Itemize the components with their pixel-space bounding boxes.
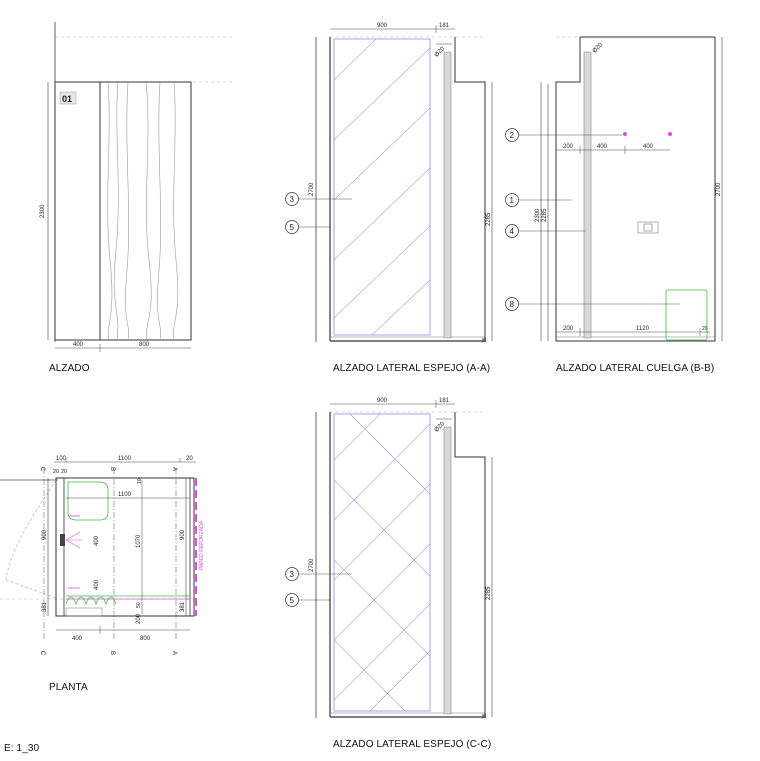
planta-small-dim-2: 20 [61, 469, 67, 475]
planta-vertical-low-2: 200 [136, 613, 142, 624]
espejo-cc-view: Ø20 900 181 2700 2285 15 3 5 [285, 398, 493, 719]
planta-section-a-top: A [171, 467, 177, 471]
espejo-aa-top-dim-2: 181 [439, 23, 450, 29]
espejo-aa-callout-3: 3 [290, 195, 295, 204]
espejo-aa-height-dim: 2700 [309, 182, 315, 196]
planta-vertical-dim-2: 1070 [136, 534, 142, 548]
alzado-tag: 01 [62, 94, 72, 104]
planta-section-c-top: C [39, 467, 45, 472]
planta-section-a-bottom: A [171, 651, 177, 655]
planta-inner-dim: 1100 [118, 492, 132, 498]
alzado-width-dim-1: 400 [73, 342, 84, 348]
scale-label: E: 1_30 [4, 743, 40, 754]
espejo-cc-base-dim: 15 [482, 713, 488, 719]
cuelga-bb-tube: Ø20 [592, 42, 605, 55]
planta-inner-vertical-2: 400 [94, 579, 100, 590]
cuelga-bb-bottom-dim-2: 1120 [636, 326, 650, 332]
espejo-cc-inner-dim: 2285 [486, 586, 492, 600]
cuelga-bb-callout-1: 1 [510, 196, 515, 205]
cuelga-bb-callout-4: 4 [510, 227, 515, 236]
espejo-aa-top-dim-1: 900 [377, 23, 388, 29]
planta-vertical-dim-3: 900 [180, 529, 186, 540]
cuelga-bb-mid-dim-1: 200 [563, 144, 574, 150]
espejo-cc-top-dim-2: 181 [439, 398, 450, 404]
espejo-aa-callout-5: 5 [290, 223, 295, 232]
cuelga-bb-height-left-2: 2285 [542, 208, 548, 222]
planta-bottom-dim-1: 400 [72, 636, 83, 642]
espejo-cc-height-dim: 2700 [309, 558, 315, 572]
planta-top-dim-2: 1100 [118, 456, 132, 462]
espejo-aa-view: Ø20 900 181 2700 2285 15 3 5 [285, 23, 493, 343]
cuelga-bb-bottom-dim-3: 20 [702, 326, 708, 332]
planta-top-dim-3: 20 [186, 456, 193, 462]
alzado-height-dim: 2300 [40, 204, 46, 218]
planta-wall-label: PARED REFORZADA [199, 520, 205, 570]
planta-title: PLANTA [49, 682, 88, 693]
espejo-cc-title: ALZADO LATERAL ESPEJO (C-C) [333, 739, 492, 750]
planta-small-vertical: 10 [137, 478, 143, 484]
cuelga-bb-height-dim: 2700 [716, 182, 722, 196]
planta-section-c-bottom: C [39, 651, 45, 656]
planta-section-b-top: B [109, 467, 115, 471]
cuelga-bb-title: ALZADO LATERAL CUELGA (B-B) [556, 363, 715, 374]
planta-small-dim-1: 20 [53, 469, 59, 475]
espejo-cc-top-dim-1: 900 [377, 398, 388, 404]
planta-vertical-dim-1: 900 [42, 529, 48, 540]
planta-inner-vertical-1: 400 [94, 535, 100, 546]
cuelga-bb-bottom-dim-1: 200 [563, 326, 574, 332]
espejo-aa-title: ALZADO LATERAL ESPEJO (A-A) [333, 363, 491, 374]
espejo-aa-base-dim: 15 [482, 337, 488, 343]
espejo-aa-inner-dim: 2285 [486, 212, 492, 226]
alzado-title: ALZADO [49, 363, 90, 374]
espejo-cc-callout-3: 3 [290, 570, 295, 579]
alzado-view: 01 2300 400 800 [40, 22, 232, 352]
cuelga-bb-mid-dim-3: 400 [643, 144, 654, 150]
cuelga-bb-view: Ø20 2700 2300 2285 200 400 400 200 1120 … [505, 36, 723, 342]
planta-vertical-low-1: 381 [42, 601, 48, 612]
planta-bottom-dim-2: 800 [140, 636, 151, 642]
espejo-cc-callout-5: 5 [290, 596, 295, 605]
planta-vertical-low-3: 50 [136, 602, 142, 608]
alzado-width-dim-2: 800 [139, 342, 150, 348]
planta-top-dim-1: 100 [56, 456, 67, 462]
planta-section-b-bottom: B [109, 651, 115, 655]
cuelga-bb-mid-dim-2: 400 [597, 144, 608, 150]
cuelga-bb-callout-2: 2 [510, 131, 515, 140]
cuelga-bb-callout-8: 8 [510, 300, 515, 309]
cuelga-bb-height-left-1: 2300 [535, 208, 541, 222]
planta-view: PARED REFORZADA 100 1100 20 20 20 1100 1… [0, 456, 205, 656]
planta-vertical-low-4: 381 [180, 601, 186, 612]
